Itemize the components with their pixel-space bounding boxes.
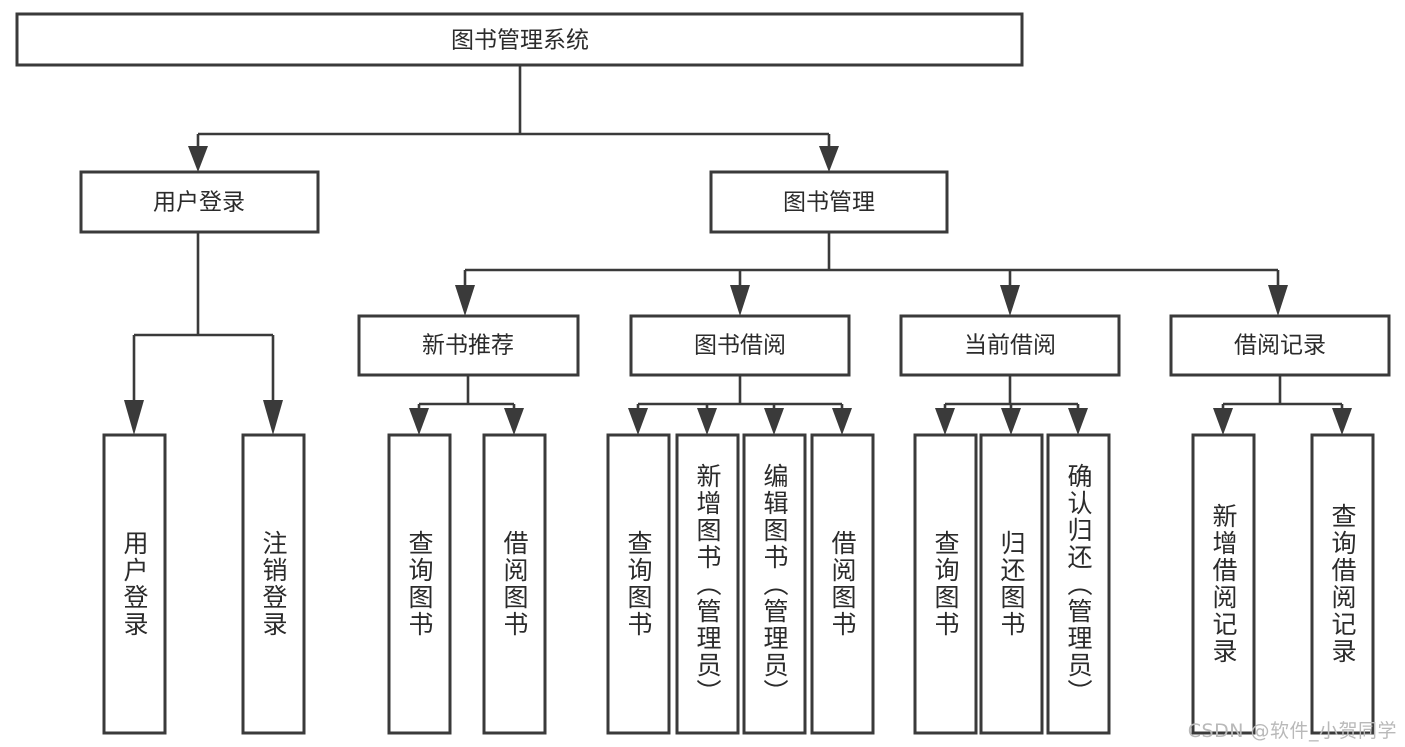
connector-layer: [124, 65, 1352, 435]
node-current-borrow-box[interactable]: [899, 314, 1121, 377]
arrow-bb-leaf-2: [697, 408, 717, 435]
node-root-box[interactable]: [15, 12, 1024, 67]
leaf-box-new-book-1[interactable]: [387, 433, 452, 735]
leaf-box-book-borrow-1[interactable]: [606, 433, 671, 735]
leaf-box-book-borrow-2[interactable]: [675, 433, 740, 735]
leaf-box-book-borrow-3[interactable]: [742, 433, 807, 735]
arrow-bb-leaf-3: [764, 408, 784, 435]
arrow-br-leaf-2: [1332, 408, 1352, 435]
node-new-book-recommend-label: 新书推荐: [422, 333, 514, 359]
node-user-login[interactable]: 用户登录: [79, 170, 320, 234]
arrow-cb-leaf-2: [1001, 408, 1021, 435]
node-borrow-record-label: 借阅记录: [1234, 333, 1326, 359]
node-current-borrow-label: 当前借阅: [964, 333, 1056, 359]
arrow-root-to-book-manage: [819, 146, 839, 172]
leaf-box-new-book-2[interactable]: [482, 433, 547, 735]
arrow-root-to-user-login: [188, 146, 208, 172]
arrow-cb-leaf-3: [1068, 408, 1088, 435]
node-book-borrow-label: 图书借阅: [694, 333, 786, 359]
node-new-book-recommend-box[interactable]: [357, 314, 580, 377]
node-root-label: 图书管理系统: [451, 28, 589, 54]
arrow-br-leaf-1: [1213, 408, 1233, 435]
leaf-box-book-borrow-4[interactable]: [810, 433, 875, 735]
arrow-user-login-leaf-2: [263, 400, 283, 435]
node-borrow-record-box[interactable]: [1169, 314, 1391, 377]
arrow-bm-to-new-book: [455, 285, 475, 316]
leaf-box-user-login-2[interactable]: [241, 433, 306, 735]
leaf-box-user-login-1[interactable]: [102, 433, 167, 735]
leaf-boxes: [102, 433, 1375, 735]
node-new-book-recommend[interactable]: 新书推荐: [357, 314, 580, 377]
csdn-watermark: CSDN @软件_小贺同学: [1187, 720, 1397, 742]
arrow-bb-leaf-1: [628, 408, 648, 435]
node-book-manage-label: 图书管理: [783, 190, 875, 216]
leaf-box-borrow-record-2[interactable]: [1310, 433, 1375, 735]
node-borrow-record[interactable]: 借阅记录: [1169, 314, 1391, 377]
node-current-borrow[interactable]: 当前借阅: [899, 314, 1121, 377]
leaf-box-borrow-record-1[interactable]: [1191, 433, 1256, 735]
node-book-borrow[interactable]: 图书借阅: [629, 314, 851, 377]
arrow-bm-to-current-borrow: [1000, 285, 1020, 316]
node-book-borrow-box[interactable]: [629, 314, 851, 377]
leaf-box-current-borrow-2[interactable]: [979, 433, 1044, 735]
arrow-bm-to-book-borrow: [730, 285, 750, 316]
node-user-login-label: 用户登录: [153, 190, 245, 216]
arrow-bb-leaf-4: [832, 408, 852, 435]
arrow-user-login-leaf-1: [124, 400, 144, 435]
node-book-manage-box[interactable]: [709, 170, 949, 234]
arrow-bm-to-borrow-record: [1268, 285, 1288, 316]
leaf-box-current-borrow-3[interactable]: [1046, 433, 1111, 735]
node-book-manage[interactable]: 图书管理: [709, 170, 949, 234]
node-user-login-box[interactable]: [79, 170, 320, 234]
node-root[interactable]: 图书管理系统: [15, 12, 1024, 67]
leaf-box-current-borrow-1[interactable]: [913, 433, 978, 735]
arrow-nb-leaf-2: [504, 408, 524, 435]
arrow-nb-leaf-1: [409, 408, 429, 435]
arrow-cb-leaf-1: [935, 408, 955, 435]
